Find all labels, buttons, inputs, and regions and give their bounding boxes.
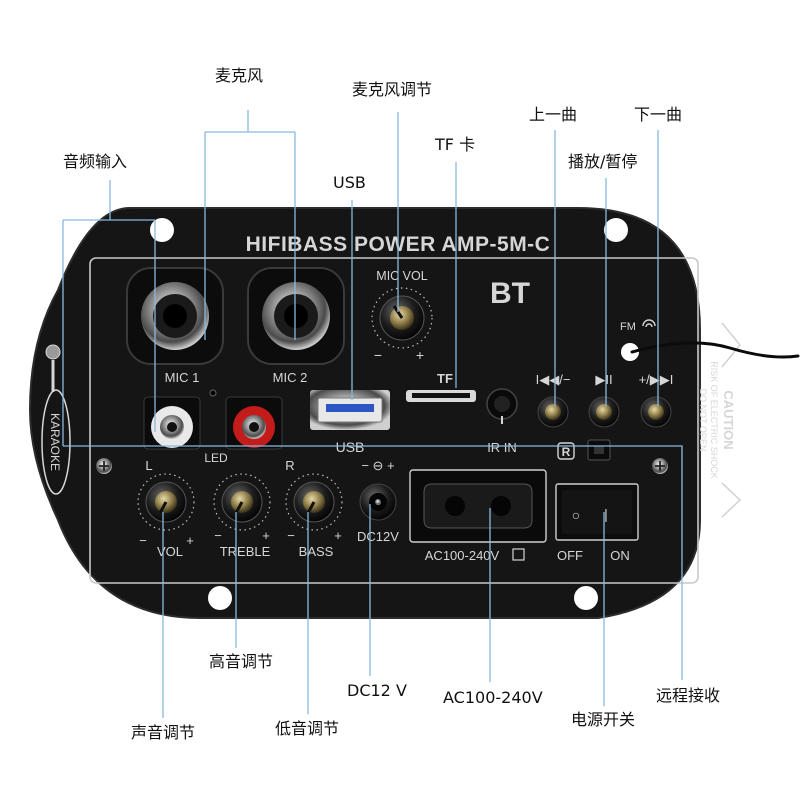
mounting-hole — [208, 586, 232, 610]
switch-off-label: OFF — [557, 548, 583, 563]
high-voltage-icon — [721, 322, 742, 518]
remote-receiver-port[interactable] — [587, 439, 611, 461]
mic2-label: MIC 2 — [273, 370, 308, 385]
play-button-label: ▶II — [595, 372, 612, 387]
mic-vol-knob[interactable] — [371, 287, 433, 349]
bass-knob[interactable] — [285, 473, 343, 531]
microphone-icon — [45, 344, 61, 392]
ir-receiver — [486, 388, 518, 424]
switch-on-label: ON — [610, 548, 630, 563]
switch-on-symbol: | — [604, 506, 608, 522]
mounting-holes — [150, 218, 628, 610]
fm-label: FM — [620, 321, 636, 333]
rca-left-input[interactable] — [143, 396, 201, 450]
vol-minus: − — [139, 533, 147, 548]
mounting-hole — [604, 218, 628, 242]
double-insulation-icon — [512, 548, 525, 561]
usb-port[interactable] — [310, 390, 390, 430]
mic-vol-plus: + — [416, 347, 424, 363]
callout-microphone: 麦克风 — [215, 66, 264, 85]
ir-in-label: IR IN — [487, 440, 517, 455]
callout-mic-adjust: 麦克风调节 — [352, 80, 433, 99]
treble-plus: + — [262, 528, 270, 543]
next-button-label: +/▶▶I — [639, 372, 674, 387]
prev-button-label: I◀◀/− — [536, 372, 571, 387]
leader-lines — [62, 110, 683, 718]
ac-voltage-label: AC100-240V — [425, 548, 500, 563]
leader-line — [62, 180, 610, 447]
fm-antenna-wire — [630, 341, 800, 359]
screws — [96, 458, 668, 474]
mic-vol-minus: − — [374, 347, 382, 363]
karaoke-mic-emblem: KARAOKE — [41, 344, 71, 495]
mounting-hole — [150, 218, 174, 242]
treble-minus: − — [214, 528, 222, 543]
bass-plus: + — [334, 528, 342, 543]
vol-knob[interactable] — [137, 473, 195, 531]
rca-right-input[interactable] — [225, 396, 283, 450]
leader-line — [610, 445, 683, 680]
callout-play-pause: 播放/暂停 — [568, 152, 638, 171]
screw-icon — [652, 458, 668, 474]
dc12v-label: DC12V — [357, 529, 399, 544]
callout-ac-input: AC100-240V — [443, 688, 543, 707]
remote-badge: R — [562, 445, 571, 459]
vol-label: VOL — [157, 544, 183, 559]
fm-antenna-port[interactable] — [621, 343, 639, 361]
karaoke-label: KARAOKE — [48, 413, 62, 471]
callout-bass-adjust: 低音调节 — [275, 719, 340, 738]
callout-next-track: 下一曲 — [634, 105, 683, 124]
screw-icon — [96, 458, 112, 474]
led-label: LED — [204, 451, 228, 465]
remote-badge-frame — [557, 442, 575, 460]
mic1-label: MIC 1 — [165, 370, 200, 385]
dc-power-jack[interactable] — [359, 483, 397, 521]
caution-line1: RISK OF ELECTRIC SHOCK — [709, 361, 719, 479]
callout-treble-adjust: 高音调节 — [209, 652, 274, 671]
led-indicator — [209, 389, 217, 397]
wifi-icon — [642, 319, 656, 328]
bass-label: BASS — [299, 544, 334, 559]
tf-label: TF — [437, 371, 453, 386]
leader-line — [204, 110, 296, 340]
mounting-hole — [574, 586, 598, 610]
dc-polarity: − ⊖ + — [361, 458, 394, 473]
callout-power-switch: 电源开关 — [571, 710, 636, 729]
callout-dc12v: DC12 V — [347, 681, 407, 700]
vol-plus: + — [186, 533, 194, 548]
tf-card-slot[interactable] — [406, 390, 476, 402]
callout-tf-card: TF 卡 — [435, 135, 476, 154]
mic2-jack[interactable] — [247, 267, 345, 365]
treble-knob[interactable] — [213, 473, 271, 531]
treble-label: TREBLE — [220, 544, 271, 559]
bt-label: BT — [490, 277, 530, 310]
caution-title: CAUTION — [721, 390, 736, 449]
power-rocker-switch[interactable] — [555, 483, 639, 541]
callout-prev-track: 上一曲 — [529, 105, 578, 124]
mic-vol-label: MIC VOL — [376, 269, 427, 283]
callout-remote-receive: 远程接收 — [656, 686, 721, 705]
prev-track-button[interactable] — [537, 396, 569, 428]
switch-off-symbol: ○ — [572, 507, 580, 523]
callout-volume-adjust: 声音调节 — [131, 723, 196, 742]
mic1-jack[interactable] — [126, 267, 224, 365]
callout-audio-input: 音频输入 — [63, 152, 128, 171]
caution-line2: DO NOT OPEN — [698, 389, 708, 452]
play-pause-button[interactable] — [588, 396, 620, 428]
next-track-button[interactable] — [640, 396, 672, 428]
ac-power-inlet[interactable] — [409, 469, 547, 543]
bass-minus: − — [287, 528, 295, 543]
callout-usb: USB — [333, 173, 366, 192]
usb-label: USB — [336, 439, 365, 455]
left-channel-label: L — [145, 458, 152, 473]
right-channel-label: R — [285, 458, 294, 473]
